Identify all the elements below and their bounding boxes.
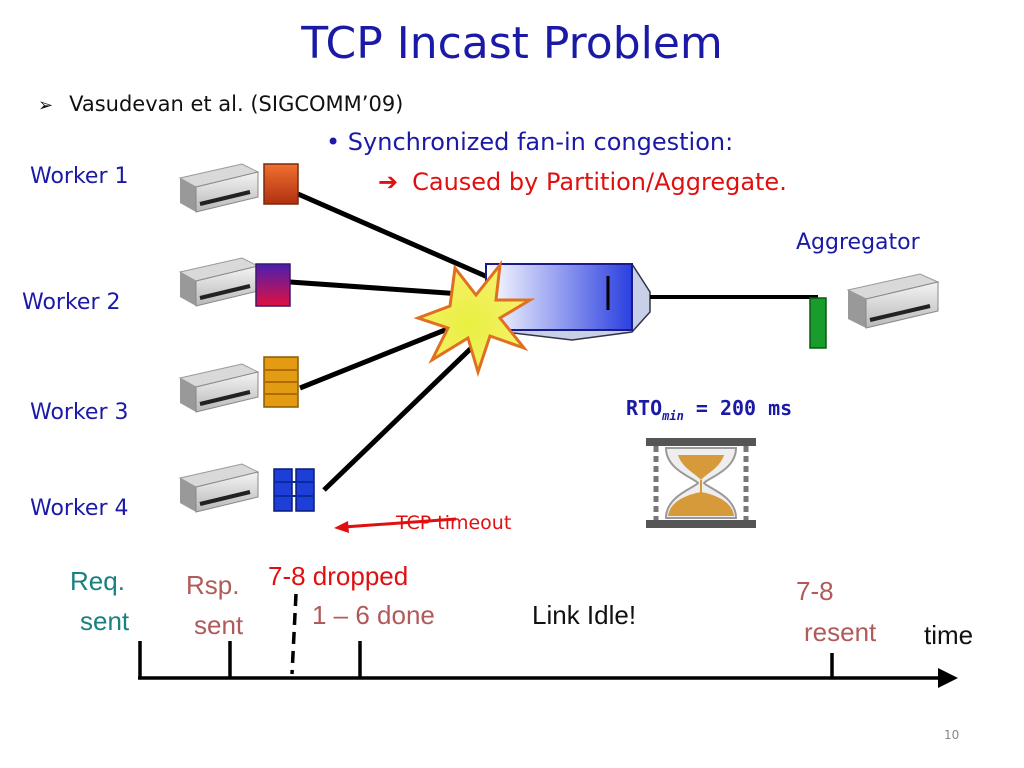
req-label-line1: Req. xyxy=(70,566,125,596)
worker-1-label: Worker 1 xyxy=(30,164,129,189)
worker-1-link xyxy=(296,191,492,281)
timeline-axis xyxy=(138,593,958,688)
worker-3-label: Worker 3 xyxy=(30,400,129,425)
time-axis-label: time xyxy=(924,620,974,650)
rto-label: RTOmin = 200 ms xyxy=(626,396,792,423)
dropped-label: 7-8 dropped xyxy=(268,561,409,591)
slide-title: TCP Incast Problem xyxy=(301,18,723,69)
citation-text: Vasudevan et al. (SIGCOMM’09) xyxy=(69,92,404,116)
done-label: 1 – 6 done xyxy=(312,600,435,630)
bullet-dot-icon: • xyxy=(326,128,348,156)
rto-prefix: RTO xyxy=(626,396,663,420)
worker-4-packets xyxy=(273,468,315,512)
sub-sub-bullet: ➔ Caused by Partition/Aggregate. xyxy=(378,168,787,196)
worker-3-server xyxy=(178,363,260,413)
bullet-citation: ➢ Vasudevan et al. (SIGCOMM’09) xyxy=(38,92,403,116)
tick-dropped xyxy=(290,593,298,675)
tcp-timeout-label: TCP timeout xyxy=(396,512,512,534)
worker-2-packet xyxy=(255,263,291,307)
worker-4-label: Worker 4 xyxy=(30,496,129,521)
switch-icon xyxy=(485,263,651,341)
resent-label-line2: resent xyxy=(804,617,877,647)
tcp-timeout-arrow xyxy=(334,517,457,533)
sub-bullet-text: Synchronized fan-in congestion: xyxy=(347,128,734,156)
worker-1-server xyxy=(178,163,260,213)
rsp-label-line1: Rsp. xyxy=(186,570,240,600)
req-label-line2: sent xyxy=(80,606,130,636)
worker-3-packets xyxy=(263,356,299,408)
right-arrow-icon: ➔ xyxy=(378,168,399,196)
collision-star-icon xyxy=(413,259,536,378)
sub-sub-bullet-text: Caused by Partition/Aggregate. xyxy=(412,168,787,196)
aggregator-packet xyxy=(809,297,827,349)
hourglass-icon xyxy=(646,438,756,528)
aggregator-label: Aggregator xyxy=(796,230,920,255)
worker-2-server xyxy=(178,257,260,307)
resent-label-line1: 7-8 xyxy=(796,576,834,606)
aggregator-server xyxy=(846,273,940,329)
worker-1-packet xyxy=(263,163,299,205)
page-number: 10 xyxy=(944,728,960,742)
worker-4-link xyxy=(322,328,492,492)
sub-bullet: • Synchronized fan-in congestion: xyxy=(326,128,733,156)
rsp-label-line2: sent xyxy=(194,610,244,640)
worker-2-label: Worker 2 xyxy=(22,290,121,315)
rto-value: = 200 ms xyxy=(695,396,793,420)
link-idle-label: Link Idle! xyxy=(532,600,637,630)
worker-4-server xyxy=(178,463,260,513)
rto-subscript: min xyxy=(662,409,684,423)
arrowhead-bullet-icon: ➢ xyxy=(38,95,54,116)
